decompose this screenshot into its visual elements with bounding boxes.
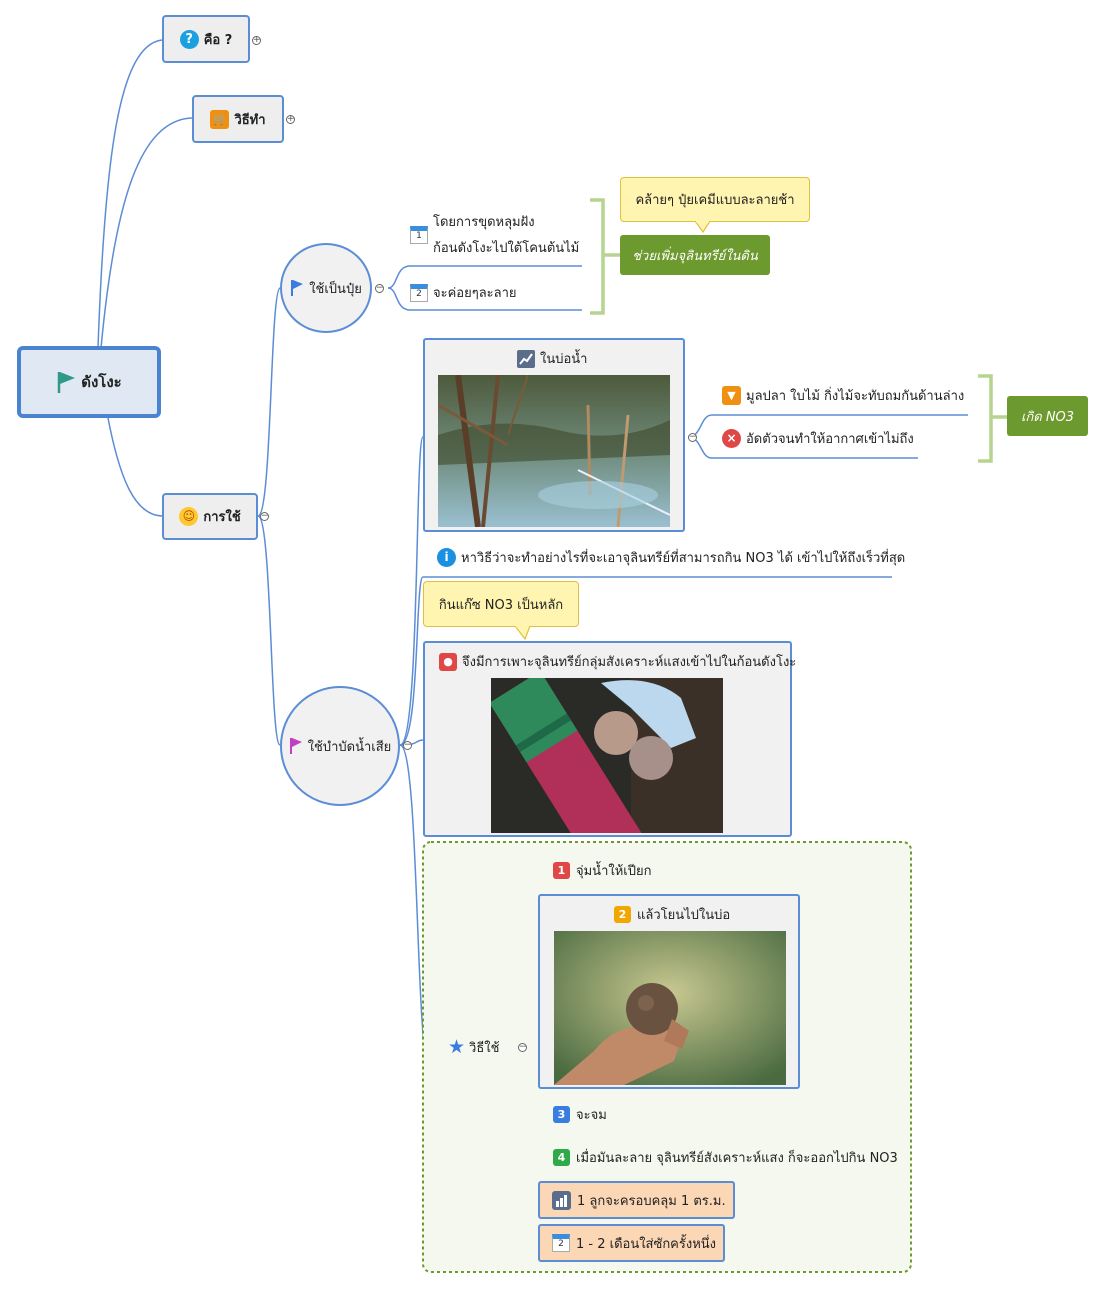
flag-icon: [57, 372, 76, 393]
culture-panel[interactable]: ● จึงมีการเพาะจุลินทรีย์กลุ่มสังเคราะห์แ…: [423, 641, 796, 837]
pond-photo: [438, 375, 670, 527]
culture-title: ● จึงมีการเพาะจุลินทรีย์กลุ่มสังเคราะห์แ…: [439, 651, 796, 672]
topic-usage[interactable]: ☺ การใช้: [162, 493, 258, 540]
summary-text: ช่วยเพิ่มจุลินทรีย์ในดิน: [632, 248, 758, 264]
callout-pointer: [695, 221, 711, 233]
topic-fertilizer-label: ใช้เป็นปุ๋ย: [309, 281, 362, 297]
collapse-icon[interactable]: −: [375, 283, 384, 293]
calendar-icon: 2: [552, 1234, 570, 1252]
callout-text: กินแก๊ซ NO3 เป็นหลัก: [438, 597, 564, 613]
step-2: 2 แล้วโยนไปในบ่อ: [614, 904, 730, 925]
throw-photo: [554, 931, 786, 1085]
root-topic[interactable]: ดังโงะ: [17, 346, 161, 418]
summary-text: เกิด NO3: [1020, 409, 1075, 425]
method-label[interactable]: ★ วิธีใช้: [448, 1036, 500, 1058]
topic-wastewater-label: ใช้บำบัดน้ำเสีย: [307, 739, 392, 755]
culture-photo: [491, 678, 723, 833]
close-icon: ×: [722, 429, 741, 448]
root-label: ดังโงะ: [81, 373, 122, 391]
fertilizer-item-1-line2: ก้อนดังโงะไปใต้โคนต้นไม้: [433, 241, 580, 256]
step-number-badge: 3: [553, 1106, 570, 1123]
bar-chart-icon: [552, 1190, 571, 1210]
collapse-icon[interactable]: −: [260, 511, 269, 521]
pond-panel[interactable]: ในบ่อน้ำ: [423, 338, 685, 532]
collapse-icon[interactable]: −: [403, 740, 412, 750]
topic-how-make[interactable]: 🛒 วิธีทำ: [192, 95, 284, 143]
question-icon: ?: [179, 29, 199, 49]
star-icon: ★: [448, 1036, 466, 1058]
summary-soil-microbes[interactable]: ช่วยเพิ่มจุลินทรีย์ในดิน: [620, 235, 770, 275]
flag-icon: [291, 280, 304, 296]
topic-wastewater[interactable]: ใช้บำบัดน้ำเสีย: [280, 686, 400, 806]
topic-what[interactable]: ? คือ ?: [162, 15, 250, 63]
note-coverage[interactable]: 1 ลูกจะครอบคลุม 1 ตร.ม.: [538, 1181, 735, 1219]
callout-text: คล้ายๆ ปุ๋ยเคมีแบบละลายช้า: [635, 193, 795, 208]
step-1: 1 จุ่มน้ำให้เปียก: [553, 860, 651, 881]
expand-icon[interactable]: +: [286, 114, 295, 124]
expand-icon[interactable]: +: [252, 35, 261, 45]
topic-what-label: คือ ?: [203, 32, 233, 48]
callout-no3-gas[interactable]: กินแก๊ซ NO3 เป็นหลัก: [423, 581, 579, 627]
pond-item-2: × อัดตัวจนทำให้อากาศเข้าไม่ถึง: [722, 428, 914, 449]
chart-icon: [517, 349, 535, 368]
cart-icon: 🛒: [210, 109, 230, 129]
step-4: 4 เมื่อมันละลาย จุลินทรีย์สังเคราะห์แสง …: [553, 1147, 898, 1168]
step-3: 3 จะจม: [553, 1104, 607, 1125]
calendar-icon: 1: [410, 224, 428, 244]
note-text: 1 - 2 เดือนใส่ซักครั้งหนึ่ง: [576, 1236, 717, 1252]
info-icon: i: [437, 548, 456, 567]
collapse-icon[interactable]: −: [688, 432, 697, 442]
step-number-badge: 1: [553, 862, 570, 879]
topic-usage-label: การใช้: [203, 510, 241, 525]
thumbs-down-icon: ▼: [722, 386, 741, 405]
pond-title: ในบ่อน้ำ: [517, 348, 587, 369]
note-text: 1 ลูกจะครอบคลุม 1 ตร.ม.: [577, 1193, 726, 1209]
thermometer-icon: ●: [439, 652, 457, 671]
topic-fertilizer[interactable]: ใช้เป็นปุ๋ย: [280, 243, 372, 333]
info-item: i หาวิธีว่าจะทำอย่างไรที่จะเอาจุลินทรีย์…: [437, 547, 905, 568]
callout-slow-release[interactable]: คล้ายๆ ปุ๋ยเคมีแบบละลายช้า: [620, 177, 810, 222]
calendar-icon: 2: [410, 282, 428, 302]
summary-no3[interactable]: เกิด NO3: [1007, 396, 1088, 436]
fertilizer-item-1: โดยการขุดหลุมฝัง: [433, 215, 535, 230]
smiley-icon: ☺: [179, 507, 199, 526]
flag-icon: [289, 738, 302, 754]
note-frequency[interactable]: 2 1 - 2 เดือนใส่ซักครั้งหนึ่ง: [538, 1224, 725, 1262]
fertilizer-item-2: จะค่อยๆละลาย: [433, 286, 517, 301]
step-2-panel[interactable]: 2 แล้วโยนไปในบ่อ: [538, 894, 800, 1089]
callout-pointer: [515, 626, 531, 640]
step-number-badge: 4: [553, 1149, 570, 1166]
collapse-icon[interactable]: −: [518, 1042, 527, 1052]
topic-how-make-label: วิธีทำ: [234, 112, 266, 128]
step-number-badge: 2: [614, 906, 631, 923]
pond-item-1: ▼ มูลปลา ใบไม้ กิ่งไม้จะทับถมกันด้านล่าง: [722, 385, 964, 406]
